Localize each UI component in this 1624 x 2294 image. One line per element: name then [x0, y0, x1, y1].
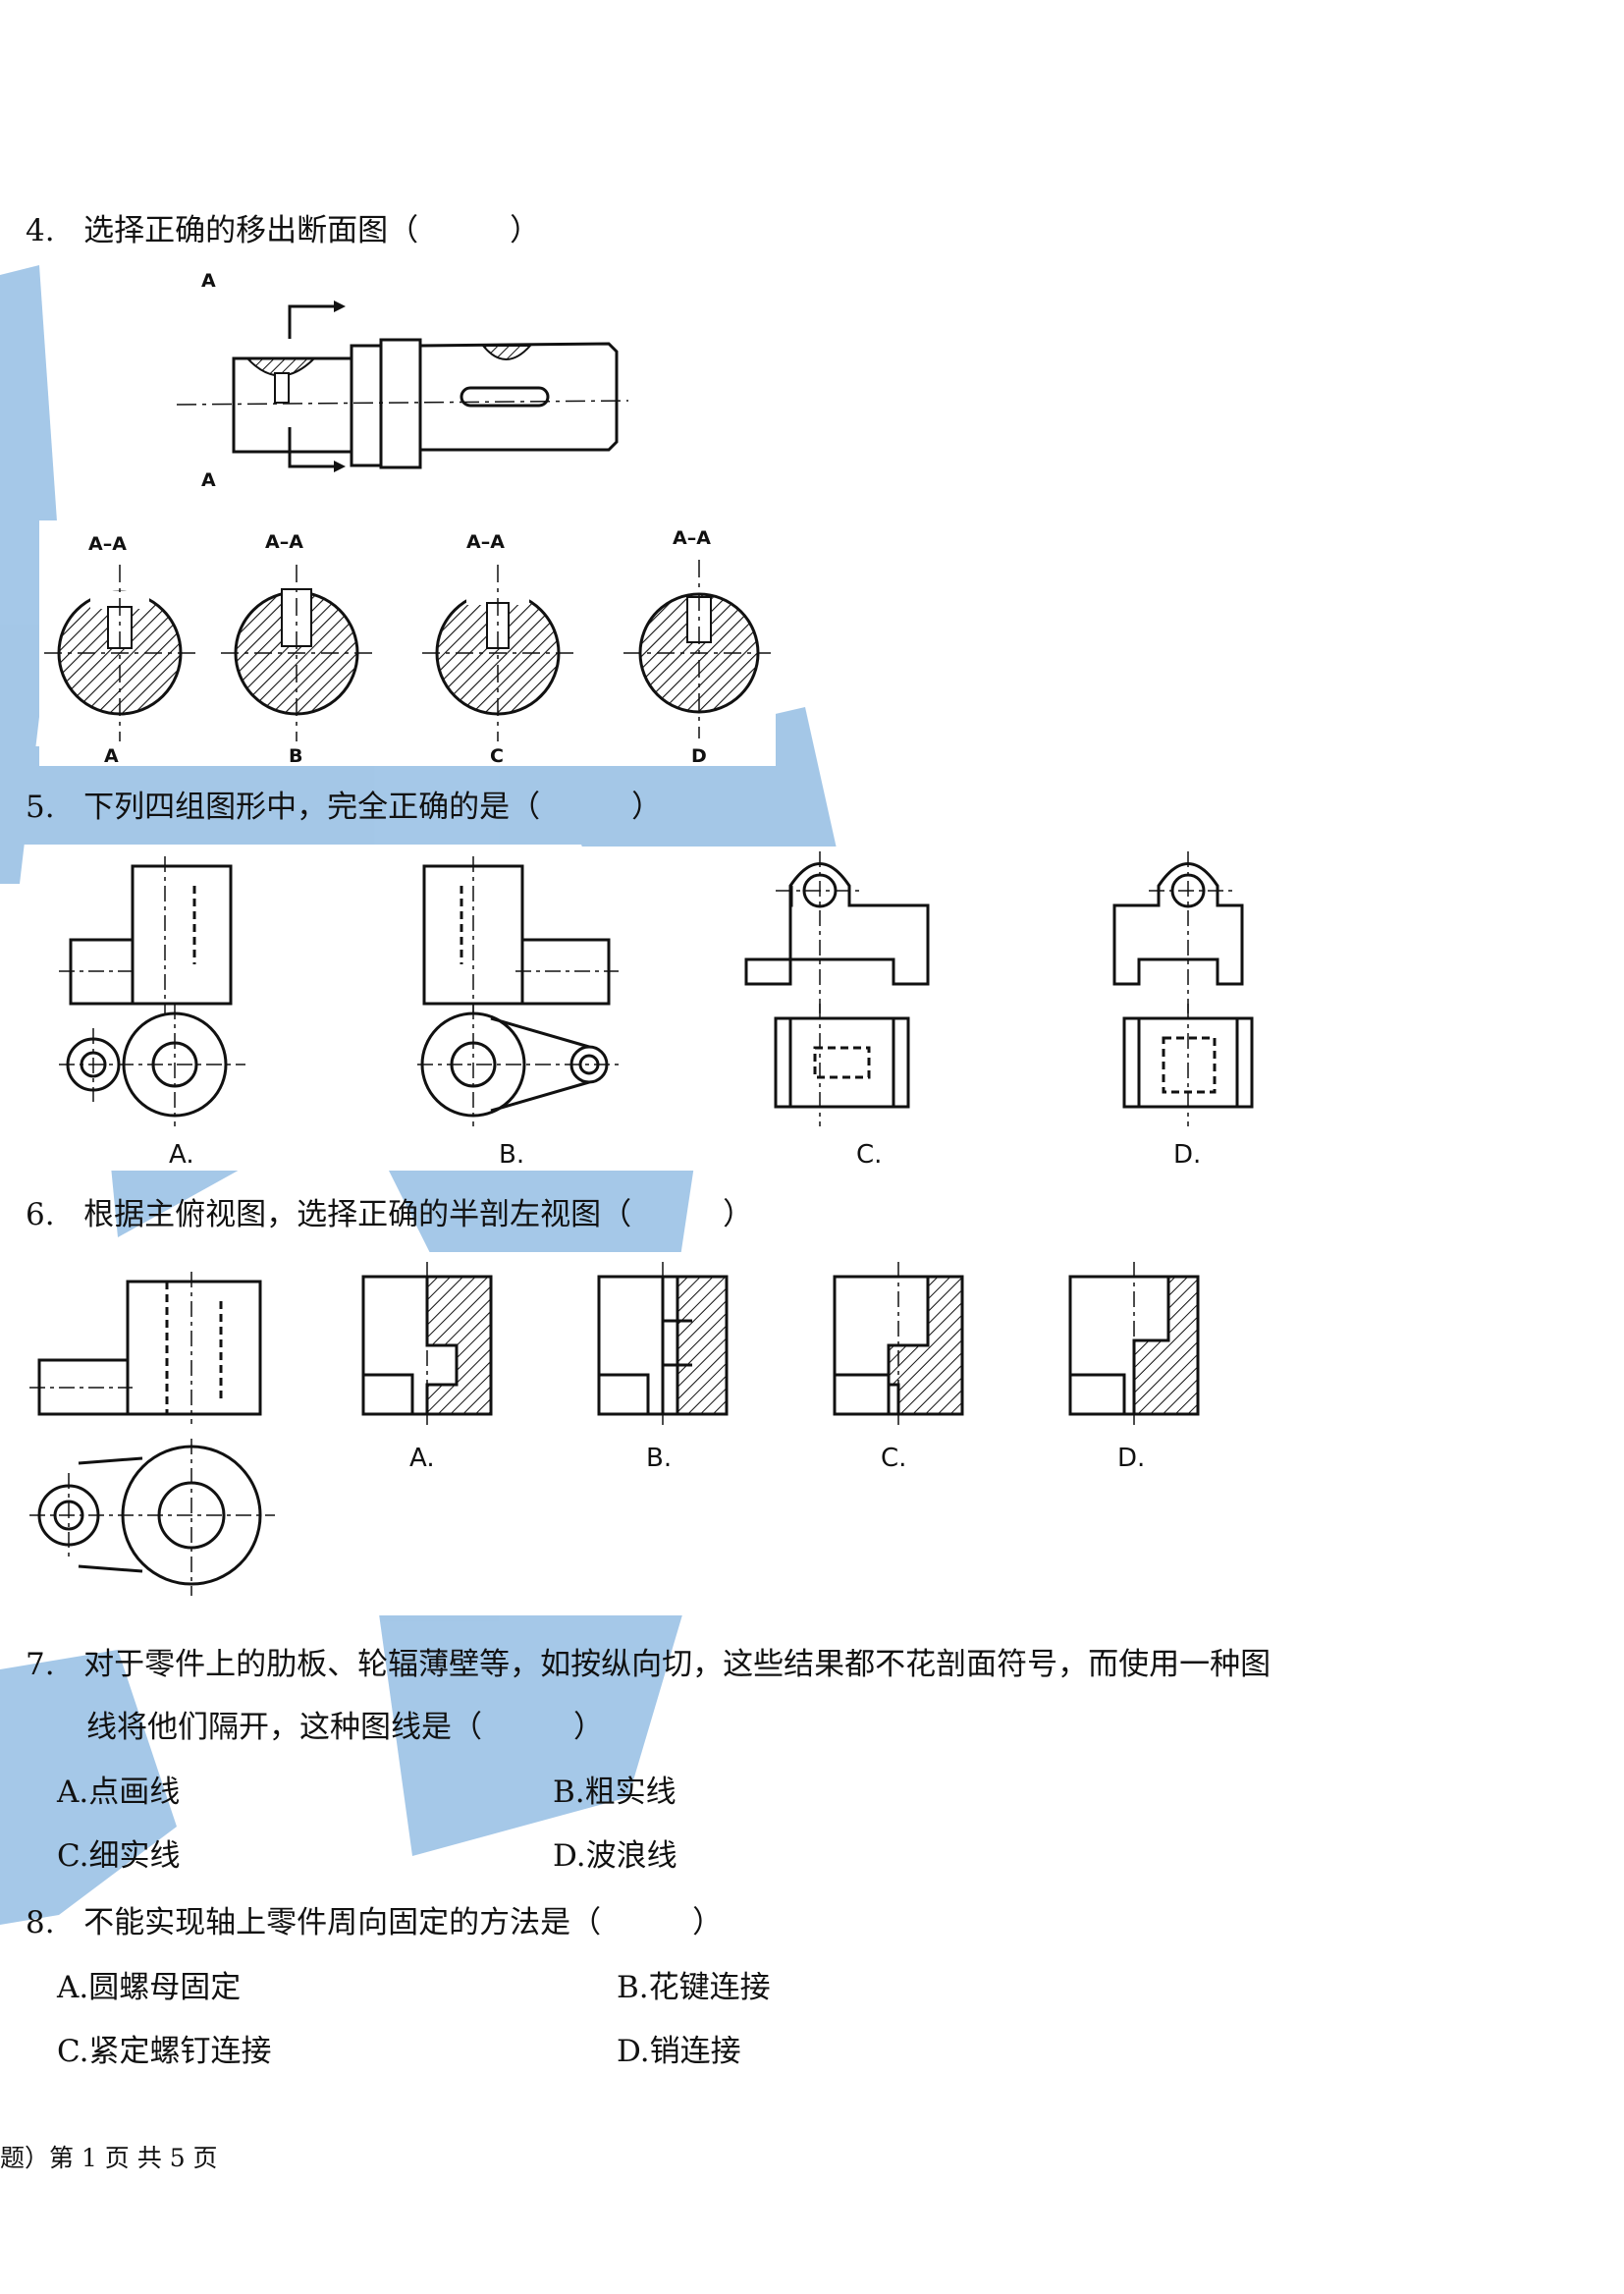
question-number: 7. [26, 1647, 55, 1682]
choice-letter: D [691, 745, 707, 766]
choice-letter: A [104, 745, 119, 766]
section-mark-top: A [201, 270, 216, 292]
view-sets-figure: A. B. [29, 847, 1306, 1171]
view-set-d [1112, 851, 1254, 1126]
choice-letter: D. [1173, 1140, 1201, 1170]
half-section-option-b [597, 1262, 729, 1429]
q8-option-a[interactable]: A.圆螺母固定 [57, 1970, 242, 2005]
q8-option-c[interactable]: C.紧定螺钉连接 [57, 2034, 272, 2069]
choice-letter: B. [646, 1444, 672, 1473]
question-text: 根据主俯视图，选择正确的半剖左视图（ ） [83, 1197, 754, 1232]
question-number: 4. [26, 213, 55, 248]
question-text-line2: 线将他们隔开，这种图线是（ ） [86, 1710, 604, 1745]
view-set-c [744, 851, 930, 1126]
section-title: A–A [466, 531, 505, 553]
section-title: A–A [673, 527, 711, 549]
choice-letter: A. [409, 1444, 435, 1473]
q7-option-a[interactable]: A.点画线 [57, 1775, 181, 1810]
section-option-b: A–A B [221, 531, 373, 766]
half-section-option-a [361, 1262, 493, 1429]
question-number: 6. [26, 1197, 55, 1232]
question-5: 5. 下列四组图形中，完全正确的是（ ） [26, 788, 662, 827]
half-section-option-d [1068, 1262, 1200, 1429]
section-options: A–A A A–A B A–A C A–A [39, 520, 776, 766]
question-text: 选择正确的移出断面图（ ） [83, 213, 541, 248]
question-7: 7. 对于零件上的肋板、轮辐薄壁等，如按纵向切，这些结果都不花剖面符号，而使用一… [26, 1645, 1271, 1684]
half-section-figure: A. B. C. D. [25, 1252, 1281, 1615]
shaft-drawing: A A [167, 265, 648, 501]
choice-letter: A. [169, 1140, 194, 1170]
q7-option-b[interactable]: B.粗实线 [553, 1775, 677, 1810]
question-text: 不能实现轴上零件周向固定的方法是（ ） [83, 1905, 724, 1940]
choice-letter: B [289, 745, 302, 766]
given-views [29, 1272, 275, 1596]
section-title: A–A [88, 533, 127, 555]
question-text-line1: 对于零件上的肋板、轮辐薄壁等，如按纵向切，这些结果都不花剖面符号，而使用一种图 [83, 1647, 1272, 1682]
question-text: 下列四组图形中，完全正确的是（ ） [83, 790, 663, 825]
q8-option-b[interactable]: B.花键连接 [617, 1970, 771, 2005]
section-option-d: A–A D [623, 527, 771, 766]
choice-letter: C [490, 745, 504, 766]
question-number: 8. [26, 1905, 55, 1940]
question-8: 8. 不能实现轴上零件周向固定的方法是（ ） [26, 1903, 723, 1942]
section-option-c: A–A C [422, 531, 574, 766]
choice-letter: B. [499, 1140, 524, 1170]
question-4: 4. 选择正确的移出断面图（ ） [26, 211, 540, 250]
question-number: 5. [26, 790, 55, 825]
question-6: 6. 根据主俯视图，选择正确的半剖左视图（ ） [26, 1195, 753, 1234]
choice-letter: C. [881, 1444, 906, 1473]
q7-option-c[interactable]: C.细实线 [57, 1838, 181, 1874]
q7-option-d[interactable]: D.波浪线 [553, 1838, 677, 1874]
section-option-a: A–A A [44, 533, 196, 766]
half-section-option-c [833, 1262, 964, 1429]
view-set-b [417, 856, 619, 1126]
q8-option-d[interactable]: D.销连接 [617, 2034, 741, 2069]
choice-letter: C. [856, 1140, 882, 1170]
section-title: A–A [265, 531, 303, 553]
page-footer: 题）第 1 页 共 5 页 [0, 2144, 218, 2172]
view-set-a [59, 856, 245, 1126]
choice-letter: D. [1117, 1444, 1145, 1473]
section-mark-bottom: A [201, 469, 216, 491]
question-7-continued: 线将他们隔开，这种图线是（ ） [86, 1708, 604, 1747]
